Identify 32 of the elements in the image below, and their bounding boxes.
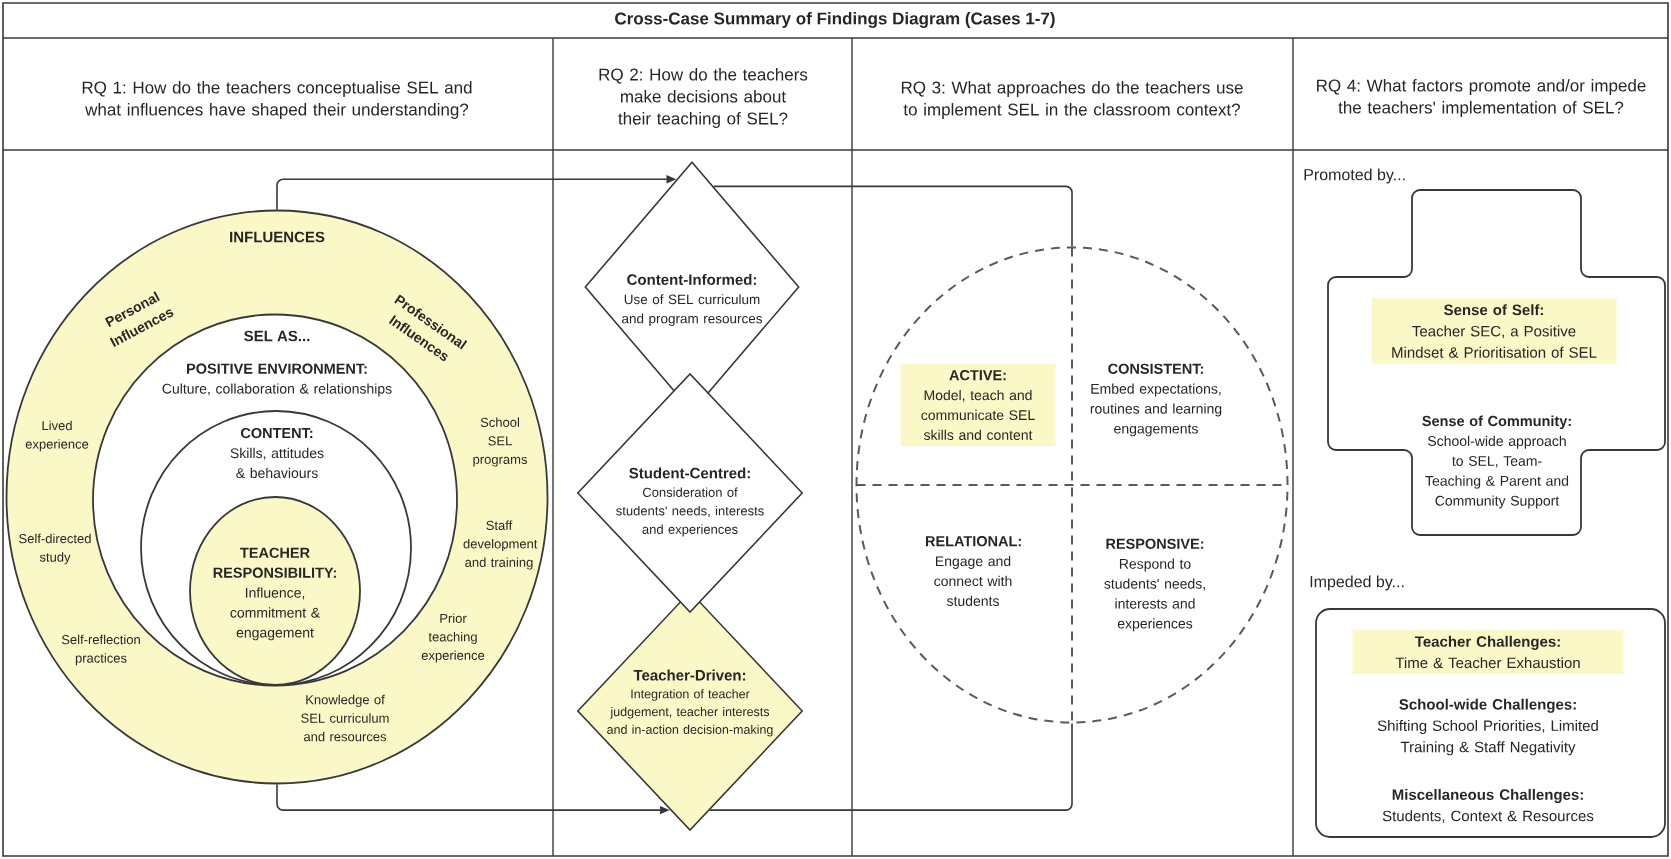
- box-text: Miscellaneous Challenges: Students, Context & Resources: [1382, 788, 1594, 824]
- circle-text: TEACHER RESPONSIBILITY: Influence, commitment & engagement: [213, 547, 336, 641]
- cross-text: Sense of Community: School-wide approach to SEL, Team-Teaching & Parent and Community Support: [1422, 415, 1571, 509]
- column-header: RQ 4: What factors promote and/or impede the teachers' implementation of SEL?: [1317, 79, 1646, 117]
- section-heading: Promoted by...: [1304, 168, 1405, 184]
- quadrant-text: ACTIVE: Model, teach and communicate SEL skills and content: [900, 364, 1056, 446]
- section-heading: Impeded by...: [1310, 575, 1404, 591]
- ring-label: Staff development and training: [463, 520, 538, 570]
- ring-label: Knowledge of SEL curriculum and resources: [301, 694, 389, 742]
- ring-label: Lived experience: [25, 420, 89, 452]
- table-title: Cross-Case Summary of Findings Diagram (Cases 1-7): [615, 12, 1055, 28]
- column-header: RQ 2: How do the teachers make decisions about their teaching of SEL?: [599, 68, 808, 128]
- quadrant-text: RESPONSIVE: Respond to students' needs, interests and experiences: [1104, 538, 1205, 632]
- ring-label: Self-directed study: [19, 533, 91, 565]
- quadrant-text: CONSISTENT: Embed expectations, routines and learning engagements: [1090, 363, 1222, 437]
- circle-text: POSITIVE ENVIRONMENT: Culture, collaboration & relationships: [162, 363, 392, 397]
- diamond-text: Student-Centred: Consideration of students' needs, interests and experiences: [616, 467, 764, 537]
- ring-heading: INFLUENCES: [230, 231, 325, 243]
- ring-label: School SEL programs: [473, 417, 527, 467]
- highlight-box: Sense of Self: Teacher SEC, a Positive Mindset & Prioritisation of SEL: [1371, 298, 1617, 364]
- diamond-text: Teacher-Driven: Integration of teacher judgement, teacher interests and in-action decision-making: [607, 669, 773, 737]
- column-header: RQ 3: What approaches do the teachers use to implement SEL in the classroom context?: [901, 81, 1243, 119]
- circle-text: CONTENT: Skills, attitudes & behaviours: [230, 427, 324, 479]
- box-text: School-wide Challenges: Shifting School Priorities, Limited Training & Staff Negativity: [1377, 698, 1598, 756]
- quadrant-text: RELATIONAL: Engage and connect with students: [926, 536, 1021, 606]
- diamond-text: Content-Informed: Use of SEL curriculum and program resources: [622, 273, 762, 327]
- column-header: RQ 1: How do the teachers conceptualise SEL and what influences have shaped their understanding?: [82, 81, 472, 119]
- ring-label: Self-reflection practices: [61, 634, 140, 666]
- highlight-box: Teacher Challenges: Time & Teacher Exhaustion: [1352, 629, 1624, 675]
- circle-heading: SEL AS...: [244, 330, 310, 342]
- quadrant-circle: [855, 246, 1289, 724]
- ring-label: Prior teaching experience: [421, 613, 485, 663]
